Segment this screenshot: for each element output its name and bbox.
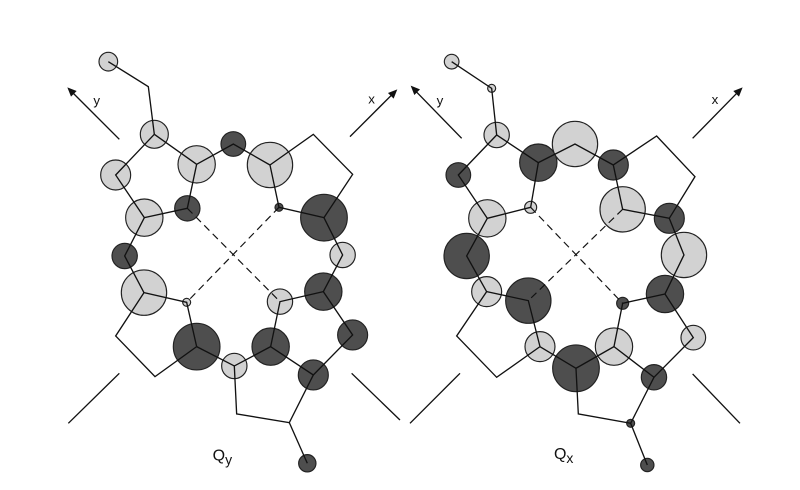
panel-title-subscript: y xyxy=(225,452,232,468)
panel-title: Qx xyxy=(554,446,573,466)
panel-title-main: Q xyxy=(213,448,225,465)
nitrogen-diagonal-dashed-line xyxy=(186,206,280,303)
bond-line xyxy=(451,61,498,136)
nitrogen-diagonal-dashed-line xyxy=(530,206,624,304)
bond-line xyxy=(123,217,145,293)
qx-orbital-panel: y x Qx xyxy=(409,53,743,473)
nitrogen-diagonal-dashed-line xyxy=(186,207,281,303)
bond-line xyxy=(114,291,198,378)
bond-line xyxy=(107,61,155,135)
bond-line xyxy=(575,346,655,425)
atomic-coefficients xyxy=(443,53,708,473)
bond-line xyxy=(538,143,614,166)
qy-orbital-panel: y x Qy xyxy=(67,51,401,473)
molecular-skeleton xyxy=(451,61,696,466)
bond-line xyxy=(269,290,354,376)
axis-line-lower-right xyxy=(351,372,401,421)
y-axis-arrow xyxy=(410,85,463,139)
bond-line xyxy=(539,346,577,369)
positive-lobe xyxy=(98,51,119,72)
y-axis-arrow xyxy=(67,87,120,140)
bond-line xyxy=(612,135,696,220)
bond-line xyxy=(114,133,198,219)
bond-line xyxy=(322,217,344,292)
x-axis-arrow xyxy=(349,89,398,138)
bond-line xyxy=(664,218,685,295)
panel-title: Qy xyxy=(213,448,232,468)
y-axis-label: y xyxy=(437,93,444,108)
bond-line xyxy=(196,346,235,367)
bond-line xyxy=(233,346,314,424)
axis-line-lower-right xyxy=(692,373,741,424)
atomic-coefficients xyxy=(98,51,369,473)
bond-line xyxy=(455,290,541,379)
molecular-skeleton xyxy=(107,61,354,464)
bond-line xyxy=(465,217,488,292)
nitrogen-diagonal-dashed-line xyxy=(527,208,624,302)
y-axis-label: y xyxy=(93,93,100,108)
bond-line xyxy=(196,143,271,166)
bond-line xyxy=(630,423,648,466)
x-axis-label: x xyxy=(712,92,719,107)
panel-title-main: Q xyxy=(554,446,566,463)
bond-line xyxy=(288,422,308,464)
x-axis-label: x xyxy=(368,91,375,106)
x-axis-arrow xyxy=(692,87,743,139)
bond-line xyxy=(613,293,695,379)
axis-line-lower-left xyxy=(67,372,120,424)
bond-line xyxy=(457,134,540,220)
axis-line-lower-left xyxy=(409,372,461,424)
negative-lobe xyxy=(640,457,655,473)
bond-line xyxy=(269,133,354,219)
panel-title-subscript: x xyxy=(566,450,573,466)
